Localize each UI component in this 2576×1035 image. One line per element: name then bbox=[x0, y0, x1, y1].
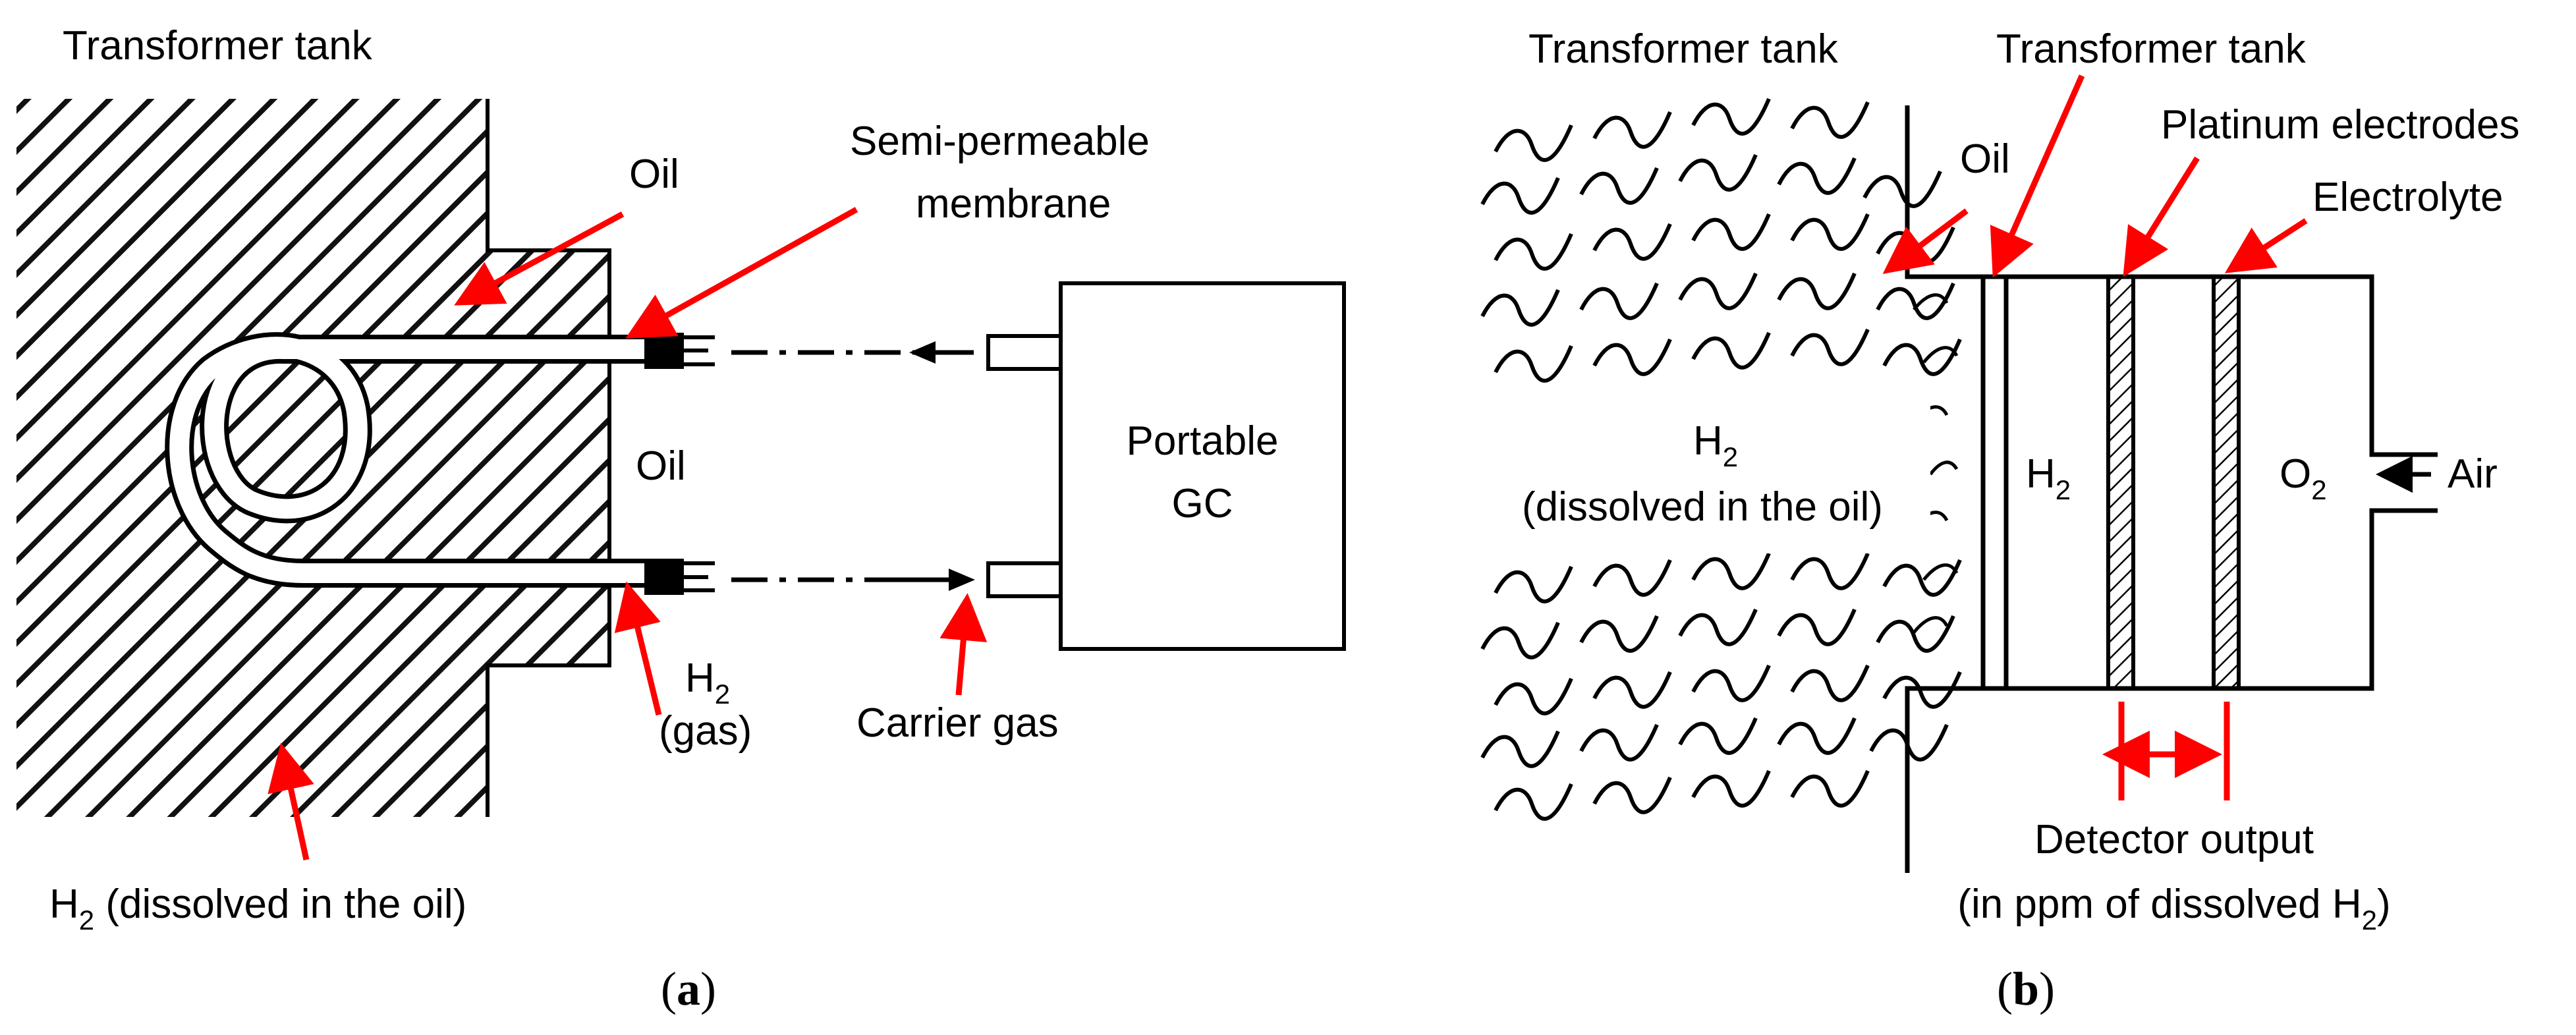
label-membrane-1: Semi-permeable bbox=[850, 119, 1150, 164]
label-oil-top-a: Oil bbox=[629, 152, 679, 197]
return-arrowhead bbox=[909, 341, 936, 364]
label-cell-h2: H2 bbox=[2026, 451, 2071, 505]
label-cell-o2: O2 bbox=[2280, 451, 2327, 505]
tank-wall-b bbox=[1905, 105, 1976, 873]
label-oil-mid-a: Oil bbox=[636, 443, 686, 489]
arrow-electrolyte bbox=[2224, 218, 2308, 273]
arrow-platinum bbox=[2123, 156, 2200, 277]
label-oil-b: Oil bbox=[1960, 136, 2010, 182]
oil-waves-lower bbox=[1482, 553, 1960, 819]
label-transformer-tank-b-right: Transformer tank bbox=[1996, 26, 2307, 72]
label-h2-gas: H2 bbox=[685, 656, 730, 710]
caption-b: (b) bbox=[1997, 963, 2055, 1015]
label-electrolyte: Electrolyte bbox=[2312, 175, 2503, 220]
label-membrane-2: membrane bbox=[916, 181, 1111, 227]
label-transformer-tank-b-left: Transformer tank bbox=[1528, 26, 1839, 72]
label-h2-dissolved-b-2: (dissolved in the oil) bbox=[1522, 484, 1883, 530]
arrow-h2-gas bbox=[614, 581, 662, 716]
arrow-tank-b bbox=[1990, 74, 2085, 278]
arrow-oil-b bbox=[1882, 208, 1969, 274]
arrow-membrane bbox=[625, 207, 858, 339]
panel-b: Transformer tank Transformer tank Platin… bbox=[1482, 26, 2520, 1015]
label-gc-1: Portable bbox=[1127, 418, 1279, 464]
arrow-carrier bbox=[939, 593, 988, 696]
membrane-bottom bbox=[644, 559, 684, 595]
panel-a: Transformer tank Oil Semi-permeable memb… bbox=[16, 23, 1346, 1015]
label-detector-output-1: Detector output bbox=[2034, 817, 2314, 862]
portable-gc-box bbox=[1059, 281, 1346, 651]
label-detector-output-2: (in ppm of dissolved H2) bbox=[1957, 881, 2390, 936]
tank-outline-a bbox=[486, 99, 611, 817]
label-gc-2: GC bbox=[1172, 481, 1233, 526]
tank-wall-a bbox=[16, 99, 609, 817]
arrow-h2-dissolved-a bbox=[267, 742, 314, 860]
label-air: Air bbox=[2448, 451, 2498, 497]
membrane-top bbox=[644, 333, 684, 369]
label-h2-dissolved-b-1: H2 bbox=[1693, 418, 1738, 472]
label-gas: (gas) bbox=[659, 708, 752, 754]
label-transformer-tank-a: Transformer tank bbox=[63, 23, 373, 69]
carrier-arrowhead bbox=[949, 569, 975, 591]
label-carrier-gas: Carrier gas bbox=[856, 700, 1059, 746]
sampling-tube bbox=[165, 332, 660, 588]
electrode-1 bbox=[2106, 275, 2135, 690]
label-platinum-electrodes: Platinum electrodes bbox=[2161, 102, 2520, 148]
electrode-2 bbox=[2212, 275, 2241, 690]
oil-waves-upper bbox=[1482, 99, 1960, 381]
caption-a: (a) bbox=[661, 963, 716, 1015]
arrow-oil-a bbox=[454, 211, 625, 306]
label-h2-dissolved-a: H2 (dissolved in the oil) bbox=[49, 881, 466, 936]
detector-cell bbox=[1976, 274, 2438, 691]
